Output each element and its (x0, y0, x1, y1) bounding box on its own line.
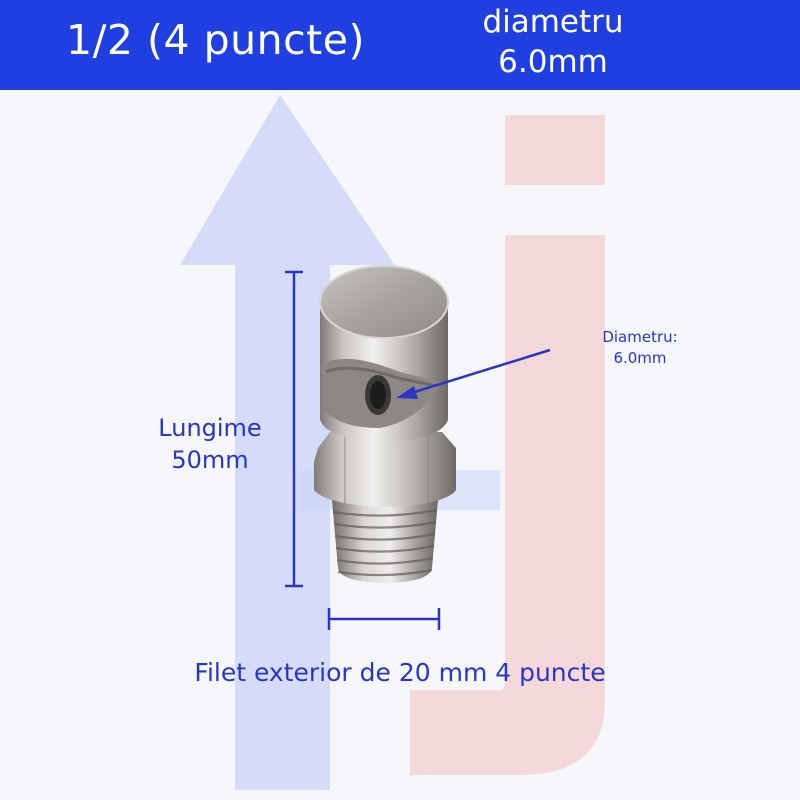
diameter-callout-text: Diametru: (602, 328, 678, 346)
length-label: Lungime 50mm (140, 412, 280, 476)
banner-diameter-value: 6.0mm (498, 44, 608, 80)
banner-diameter-label: diametru (482, 4, 624, 40)
length-label-value: 50mm (171, 446, 249, 474)
diameter-pointer-arrow (396, 348, 551, 399)
diameter-callout-value: 6.0mm (613, 349, 667, 367)
length-label-text: Lungime (158, 414, 262, 442)
thread-width-dimension-line (327, 608, 441, 630)
banner-diameter: diametru 6.0mm (458, 2, 648, 82)
banner-title: 1/2 (4 puncte) (66, 16, 365, 64)
diameter-callout: Diametru: 6.0mm (570, 327, 710, 369)
length-dimension-line (285, 270, 303, 588)
title-banner: 1/2 (4 puncte) diametru 6.0mm (0, 0, 800, 90)
thread-caption: Filet exterior de 20 mm 4 puncte (194, 658, 606, 687)
nozzle-photo (314, 265, 456, 583)
